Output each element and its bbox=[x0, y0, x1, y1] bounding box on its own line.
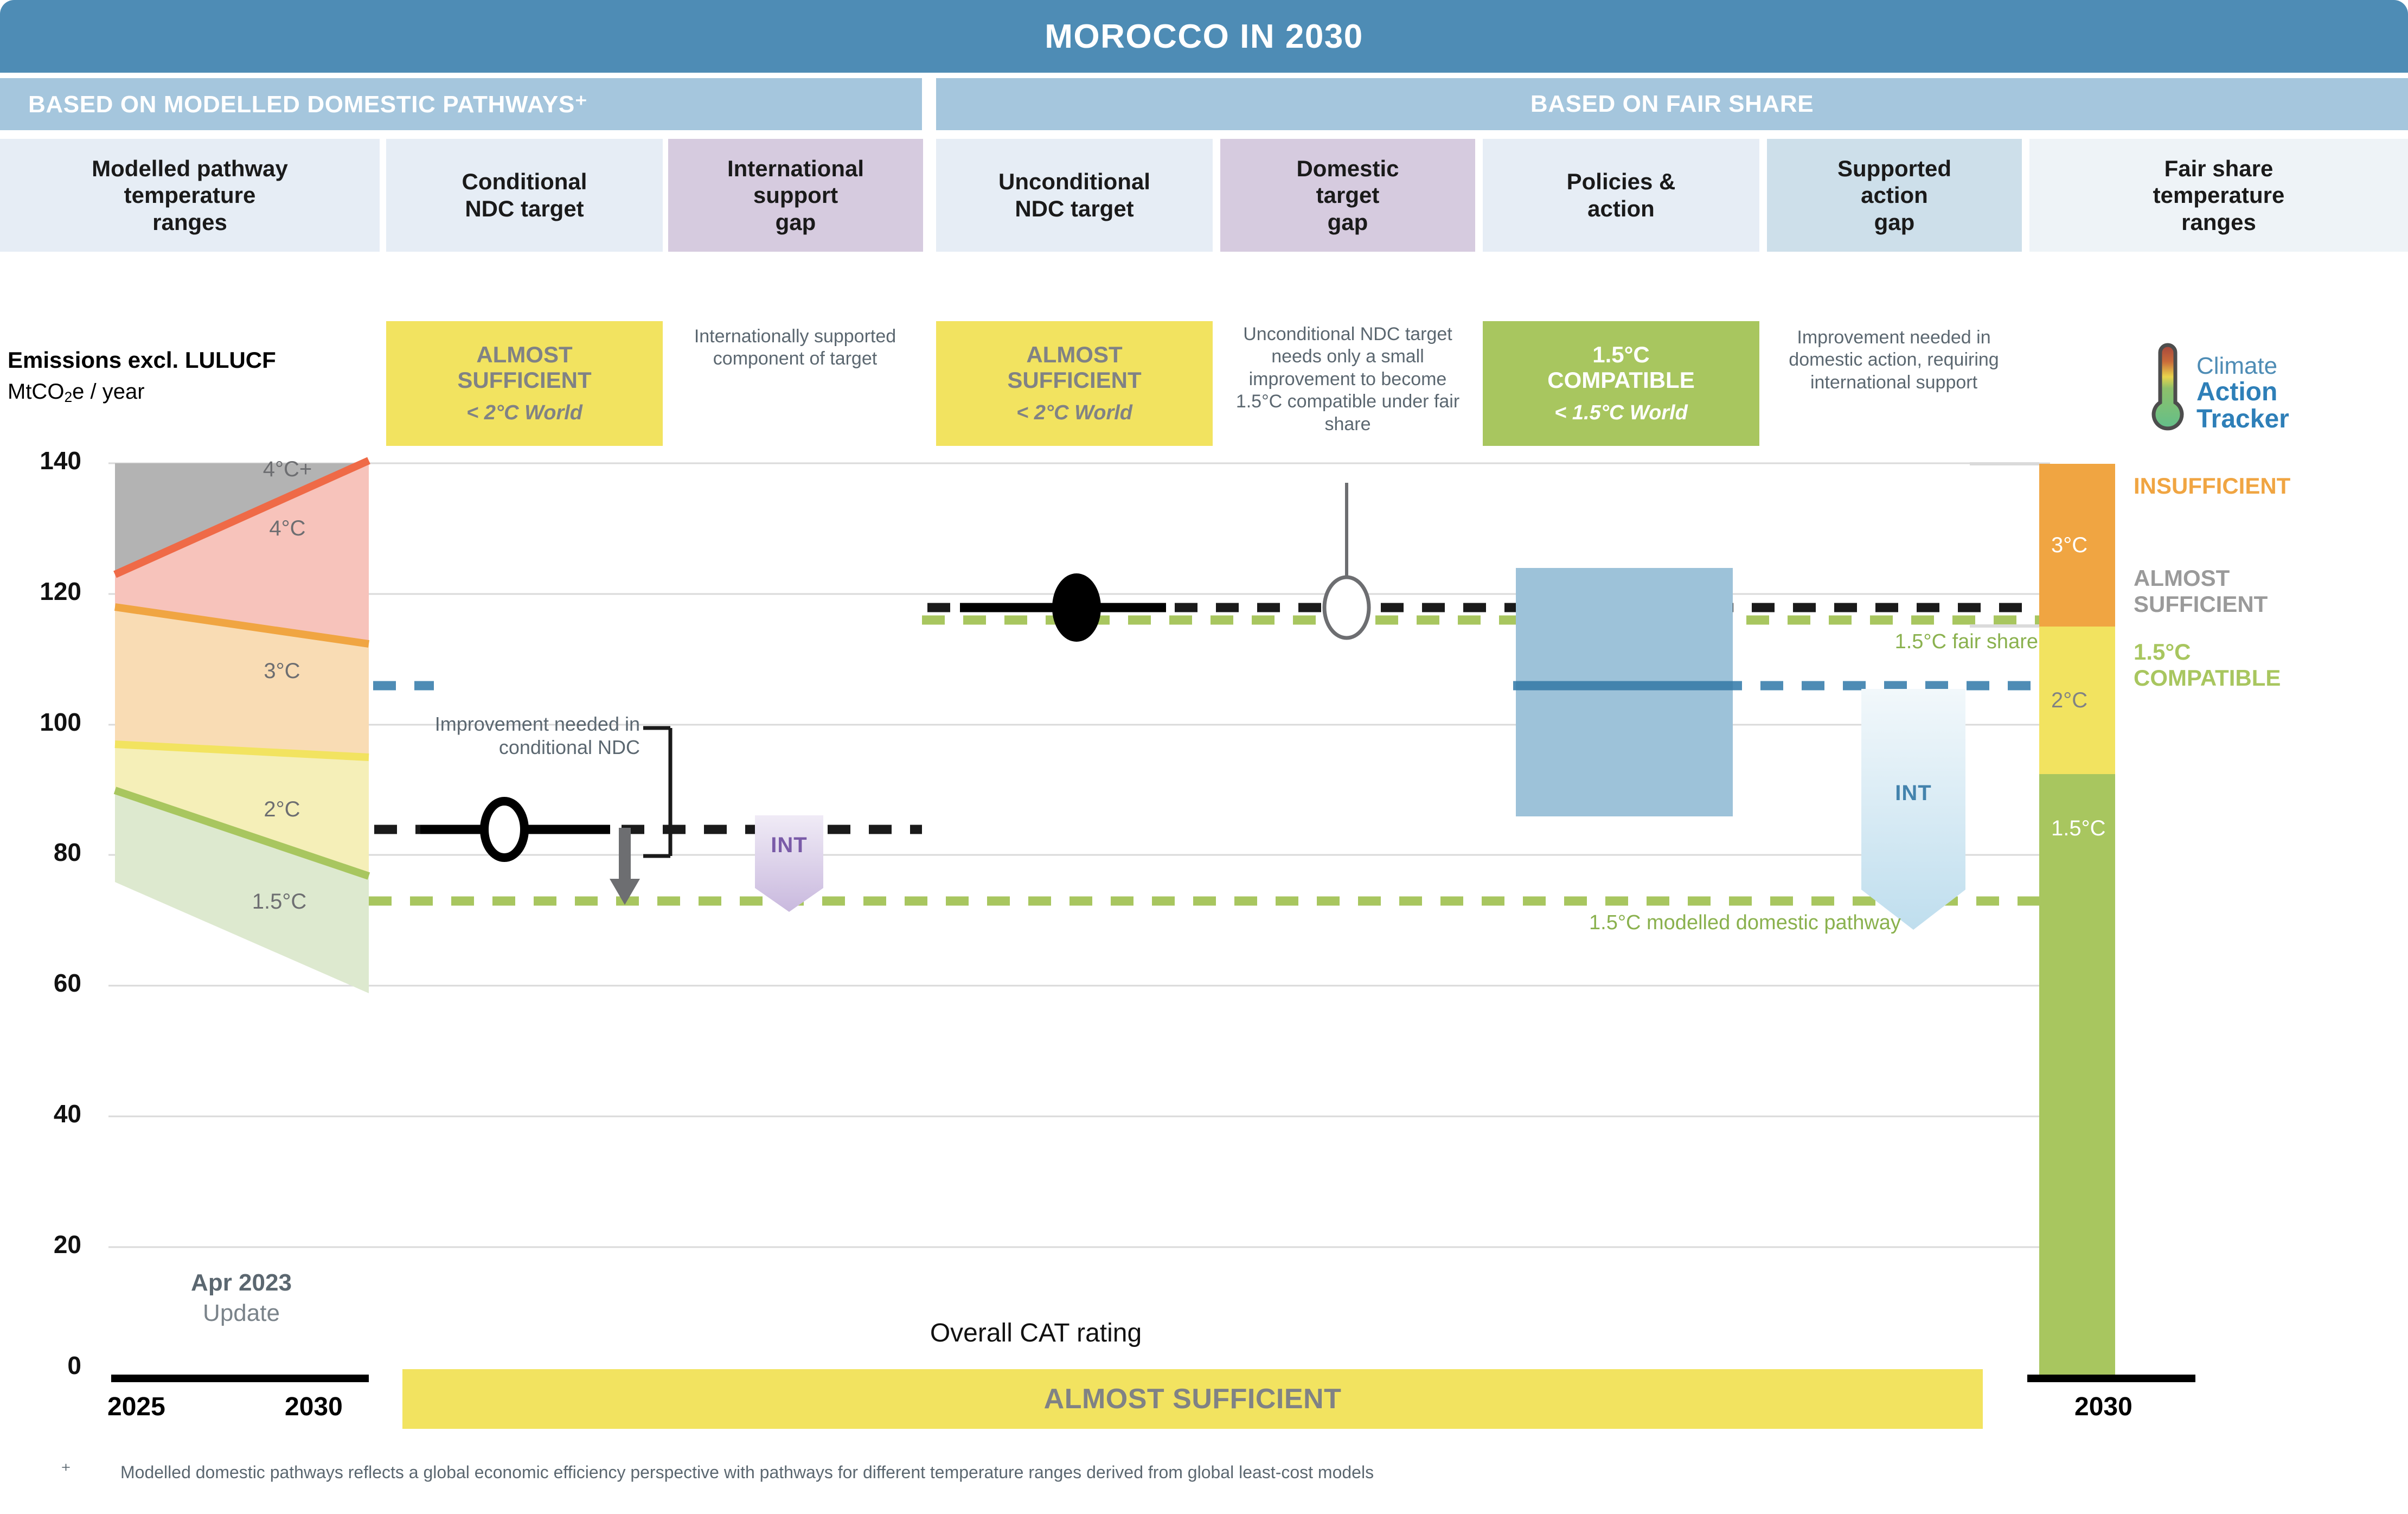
y-tick-0: 0 bbox=[67, 1351, 81, 1379]
label-fair-share-15c: 1.5°C fair share bbox=[1894, 630, 2038, 653]
conditional-ndc-target-marker bbox=[480, 797, 529, 862]
header-policies-action-label: Policies &action bbox=[1566, 169, 1676, 221]
page-title: MOROCCO IN 2030 bbox=[1045, 17, 1363, 55]
badge-unconditional-ndc-world: < 2°C World bbox=[1016, 401, 1133, 424]
section-modelled-domestic-pathways: BASED ON MODELLED DOMESTIC PATHWAYS⁺ bbox=[0, 78, 922, 130]
overall-cat-rating-bar: ALMOST SUFFICIENT bbox=[402, 1369, 1983, 1429]
update-stamp: Apr 2023 Update bbox=[122, 1269, 361, 1327]
section-right-label: BASED ON FAIR SHARE bbox=[1530, 91, 1814, 117]
unconditional-ndc-target-marker bbox=[1052, 573, 1101, 642]
int-label-conditional-text: INT bbox=[771, 833, 808, 857]
overall-cat-rating-value: ALMOST SUFFICIENT bbox=[1043, 1383, 1342, 1415]
y-tick-120: 120 bbox=[40, 577, 81, 605]
y-axis-unit-sub: 2 bbox=[64, 388, 73, 405]
logo-word-tracker: Tracker bbox=[2196, 404, 2289, 433]
x-label-2030: 2030 bbox=[285, 1392, 343, 1421]
label-modelled-15c: 1.5°C modelled domestic pathway bbox=[1589, 911, 1901, 934]
thermometer-icon bbox=[2151, 343, 2184, 431]
section-fair-share: BASED ON FAIR SHARE bbox=[936, 78, 2408, 130]
band-label-4c: 4°C bbox=[269, 516, 306, 540]
logo-word-action: Action bbox=[2196, 377, 2278, 406]
conditional-improvement-bracket bbox=[643, 726, 673, 858]
climate-action-tracker-logo: Climate Action Tracker bbox=[2148, 342, 2289, 445]
y-axis-title: Emissions excl. LULUCF MtCO2e / year bbox=[8, 347, 387, 406]
y-tick-60: 60 bbox=[53, 969, 81, 997]
update-stamp-word: Update bbox=[203, 1300, 280, 1326]
chart-baseline-right bbox=[2027, 1375, 2195, 1382]
badge-policies-action-world: < 1.5°C World bbox=[1554, 401, 1688, 424]
y-tick-20: 20 bbox=[53, 1230, 81, 1259]
y-axis-title-line2: MtCO2e / year bbox=[8, 380, 387, 406]
y-tick-80: 80 bbox=[53, 838, 81, 866]
fair-share-label-2c: 2°C bbox=[2039, 627, 2115, 774]
y-tick-100: 100 bbox=[40, 708, 81, 736]
section-band-row: BASED ON MODELLED DOMESTIC PATHWAYS⁺ BAS… bbox=[0, 78, 2408, 130]
int-label-conditional: INT bbox=[755, 833, 823, 858]
header-policies-action: Policies &action bbox=[1483, 139, 1759, 252]
badge-conditional-ndc-world: < 2°C World bbox=[466, 401, 583, 424]
note-supported-action-gap: Improvement needed in domestic action, r… bbox=[1789, 327, 1999, 393]
int-label-supported: INT bbox=[1861, 781, 1965, 806]
overall-cat-rating-label: Overall CAT rating bbox=[930, 1319, 1142, 1347]
y-tick-140: 140 bbox=[40, 446, 81, 475]
y-tick-40: 40 bbox=[53, 1100, 81, 1128]
y-axis-unit-post: e / year bbox=[72, 380, 145, 404]
section-left-label: BASED ON MODELLED DOMESTIC PATHWAYS⁺ bbox=[28, 91, 588, 118]
y-axis-unit-pre: MtCO bbox=[8, 380, 65, 404]
title-bar: MOROCCO IN 2030 bbox=[0, 0, 2408, 73]
int-label-supported-text: INT bbox=[1895, 781, 1932, 805]
logo-wordmark: Climate Action Tracker bbox=[2196, 354, 2289, 433]
footnote-text: Modelled domestic pathways reflects a gl… bbox=[120, 1462, 1374, 1482]
fair-share-label-3c-text: 3°C bbox=[2051, 533, 2088, 557]
note-intl-support-gap: Internationally supported component of t… bbox=[694, 326, 896, 369]
logo-word-climate: Climate bbox=[2196, 353, 2278, 380]
x-label-right-2030: 2030 bbox=[2074, 1392, 2132, 1421]
update-stamp-date: Apr 2023 bbox=[191, 1269, 292, 1296]
band-label-3c: 3°C bbox=[264, 659, 300, 683]
note-domestic-target-gap: Unconditional NDC target needs only a sm… bbox=[1235, 324, 1460, 435]
policies-action-range-box bbox=[1516, 568, 1733, 816]
gridlines bbox=[108, 462, 2050, 1248]
conditional-improvement-arrow bbox=[610, 828, 640, 905]
band-label-15c: 1.5°C bbox=[252, 890, 307, 913]
y-axis-title-line1: Emissions excl. LULUCF bbox=[8, 347, 276, 373]
fair-share-label-15c-text: 1.5°C bbox=[2051, 816, 2106, 840]
fair-share-legend-insufficient: INSUFFICIENT bbox=[2134, 473, 2291, 499]
fair-share-label-2c-text: 2°C bbox=[2051, 688, 2088, 712]
footnote-marker: ⁺ bbox=[61, 1459, 72, 1481]
int-badge-conditional bbox=[755, 815, 823, 912]
int-badge-supported-action bbox=[1861, 689, 1965, 930]
domestic-target-gap-marker bbox=[1322, 575, 1371, 640]
x-label-2025: 2025 bbox=[107, 1392, 165, 1421]
fair-share-label-15c: 1.5°C bbox=[2039, 774, 2115, 883]
fair-share-label-3c: 3°C bbox=[2039, 464, 2115, 627]
callout-conditional-improvement: Improvement needed in conditional NDC bbox=[434, 713, 640, 759]
band-label-2c: 2°C bbox=[264, 797, 300, 821]
band-label-4c-plus: 4°C+ bbox=[262, 457, 312, 481]
chart-baseline-left bbox=[111, 1375, 369, 1382]
